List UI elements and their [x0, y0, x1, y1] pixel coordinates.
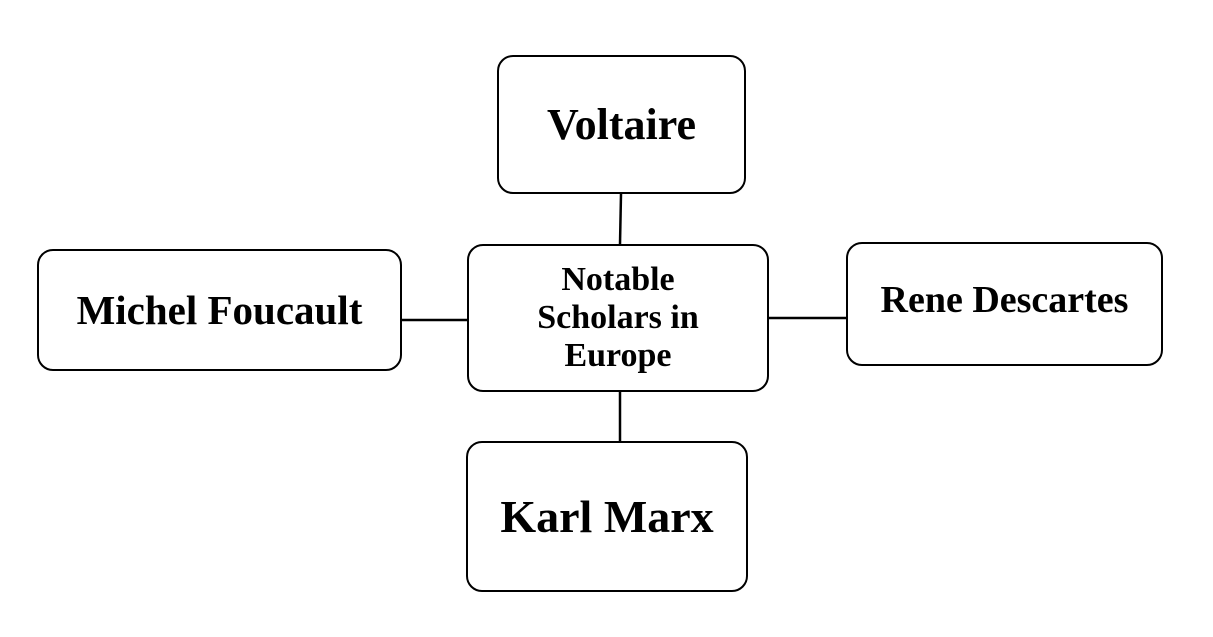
node-karl-marx-label: Karl Marx — [500, 491, 714, 542]
node-voltaire: Voltaire — [497, 55, 746, 194]
node-rene-descartes-label: Rene Descartes — [880, 279, 1129, 321]
node-rene-descartes: Rene Descartes — [846, 242, 1163, 366]
connector-top — [618, 193, 623, 245]
node-michel-foucault-label: Michel Foucault — [76, 287, 363, 333]
center-node-label: Notable Scholars in Europe — [537, 261, 699, 374]
center-node: Notable Scholars in Europe — [467, 244, 769, 392]
node-michel-foucault: Michel Foucault — [37, 249, 402, 371]
node-karl-marx: Karl Marx — [466, 441, 748, 592]
node-voltaire-label: Voltaire — [546, 100, 697, 149]
